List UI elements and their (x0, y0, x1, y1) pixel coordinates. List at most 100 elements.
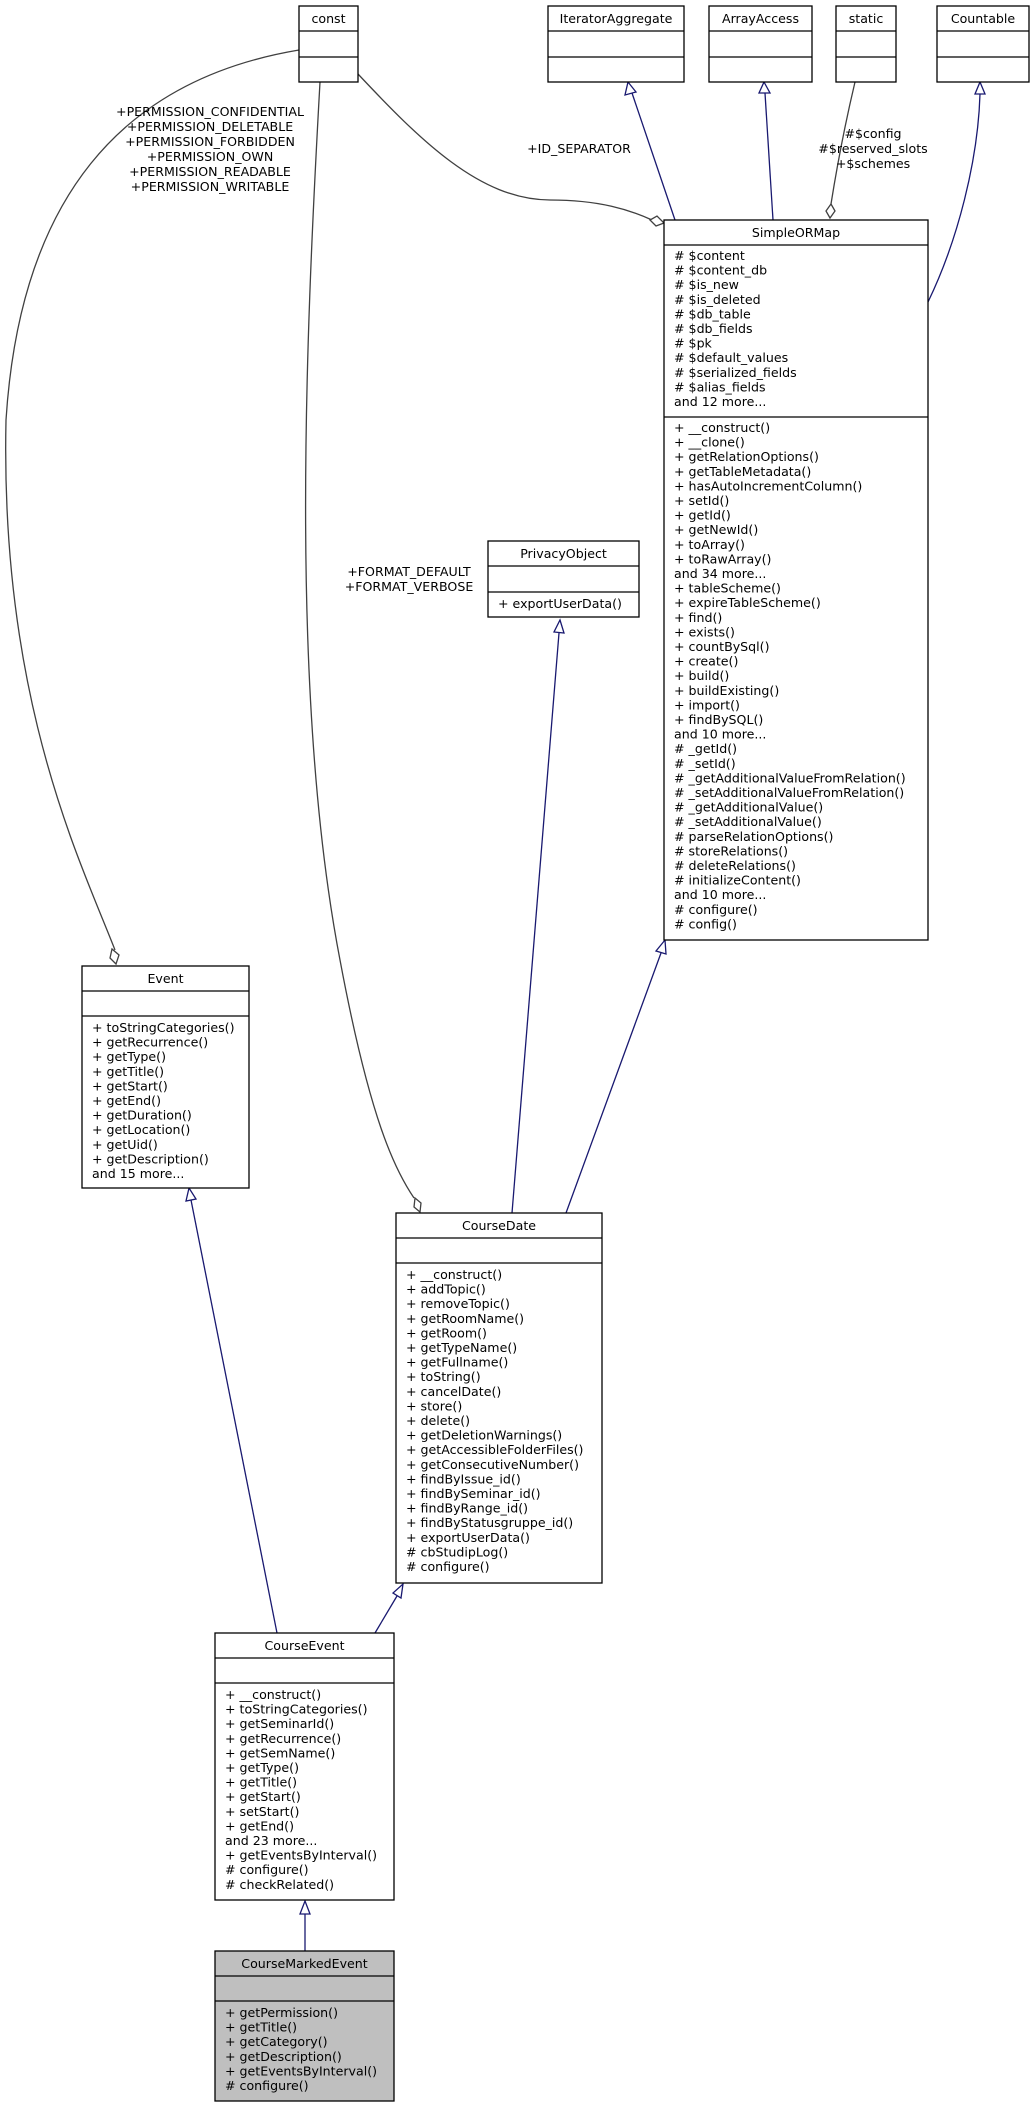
class-member: # $pk (674, 336, 713, 351)
arrowhead-event (185, 1186, 198, 1202)
arrowhead-sorm (654, 938, 667, 955)
class-member: + getEnd() (225, 1818, 294, 1833)
edge-label-config: #$config (844, 126, 901, 141)
arrowhead-countable (974, 80, 986, 95)
class-member: # $default_values (674, 350, 788, 365)
class-title-static: static (849, 11, 884, 26)
class-member: # $is_deleted (674, 292, 761, 307)
class-title-privacyobject: PrivacyObject (520, 546, 607, 561)
edge-label-permission-own: +PERMISSION_OWN (147, 149, 274, 164)
class-member: + getStart() (92, 1078, 168, 1093)
class-member: # configure() (225, 1862, 309, 1877)
edge-courseevent-event (190, 1199, 278, 1634)
class-member: + expireTableScheme() (674, 595, 821, 610)
edge-label-format-verbose: +FORMAT_VERBOSE (345, 579, 474, 594)
class-member: + getTitle() (225, 2020, 297, 2035)
edge-sorm-arrayaccess (764, 92, 774, 221)
class-member: and 10 more... (674, 887, 766, 902)
edge-sorm-countable (927, 93, 981, 303)
member-list: + __construct()+ __clone()+ getRelationO… (674, 420, 906, 931)
diamond-const-event (109, 947, 120, 966)
edge-label-permission-confidential: +PERMISSION_CONFIDENTIAL (116, 104, 304, 119)
class-member: + getRecurrence() (225, 1731, 341, 1746)
class-member: and 34 more... (674, 566, 766, 581)
class-box-courseevent: CourseEvent + __construct()+ toStringCat… (214, 1632, 395, 1901)
class-member: # parseRelationOptions() (674, 829, 833, 844)
class-member: # checkRelated() (225, 1877, 334, 1892)
class-member: + __construct() (406, 1267, 502, 1282)
arrowhead-iteratoraggregate (624, 80, 638, 96)
class-member: + toString() (406, 1369, 481, 1384)
class-title-countable: Countable (951, 11, 1016, 26)
class-member: + getUid() (92, 1137, 158, 1152)
class-member: + getTypeName() (406, 1340, 517, 1355)
edge-sorm-iteratoraggregate (631, 92, 676, 221)
class-member: + getNewId() (674, 522, 758, 537)
class-member: + buildExisting() (674, 683, 779, 698)
class-member: + findByRange_id() (406, 1501, 528, 1516)
class-member: + getSeminarId() (225, 1716, 334, 1731)
class-member: # $db_fields (674, 321, 753, 336)
class-member: # deleteRelations() (674, 858, 796, 873)
class-member: # $is_new (674, 277, 739, 292)
class-box-event: Event + toStringCategories()+ getRecurre… (81, 965, 250, 1189)
edge-label-id-separator: +ID_SEPARATOR (527, 141, 631, 156)
class-box-arrayaccess: ArrayAccess (708, 5, 813, 83)
class-member: # configure() (225, 2078, 309, 2093)
class-member: + import() (674, 697, 740, 712)
edge-label-schemes: +$schemes (836, 156, 910, 171)
class-member: + getDuration() (92, 1108, 192, 1123)
class-member: # _setAdditionalValue() (674, 814, 822, 829)
class-member: # $content (674, 248, 745, 263)
class-member: + getLocation() (92, 1122, 190, 1137)
class-member: + __clone() (674, 435, 745, 450)
edge-label-permission-forbidden: +PERMISSION_FORBIDDEN (125, 134, 295, 149)
member-list: # $content# $content_db# $is_new# $is_de… (674, 248, 797, 409)
class-member: + getStart() (225, 1789, 301, 1804)
class-member: + getSemName() (225, 1745, 335, 1760)
arrowhead-coursedate (391, 1582, 404, 1600)
diamond-const-coursedate (413, 1196, 422, 1214)
edge-courseevent-coursedate (374, 1595, 398, 1634)
edge-label-permission-readable: +PERMISSION_READABLE (129, 164, 291, 179)
class-member: + getEventsByInterval() (225, 1848, 377, 1863)
class-member: # configure() (674, 902, 758, 917)
edge-coursedate-const (304, 81, 415, 1199)
class-member: + getRecurrence() (92, 1035, 208, 1050)
class-member: # _setAdditionalValueFromRelation() (674, 785, 904, 800)
class-box-static: static (835, 5, 897, 83)
class-member: + tableScheme() (674, 581, 781, 596)
class-member: # _getId() (674, 741, 737, 756)
edge-coursedate-sorm (565, 952, 662, 1214)
class-member: and 23 more... (225, 1833, 317, 1848)
class-member: + getDeletionWarnings() (406, 1428, 562, 1443)
class-member: + toRawArray() (674, 551, 771, 566)
class-title-courseevent: CourseEvent (264, 1638, 344, 1653)
class-member: + getCategory() (225, 2034, 328, 2049)
class-member: and 12 more... (674, 394, 766, 409)
class-member: + getId() (674, 508, 731, 523)
class-member: + getDescription() (225, 2049, 342, 2064)
class-member: + removeTopic() (406, 1296, 510, 1311)
class-member: # cbStudipLog() (406, 1544, 508, 1559)
diamond-const-sorm (648, 215, 666, 227)
class-box-coursedate: CourseDate + __construct()+ addTopic()+ … (395, 1212, 603, 1584)
class-member: + getRelationOptions() (674, 449, 819, 464)
member-list: + toStringCategories()+ getRecurrence()+… (92, 1020, 235, 1181)
class-member: + toArray() (674, 537, 745, 552)
arrowhead-courseevent (299, 1899, 311, 1915)
class-member: + toStringCategories() (225, 1702, 368, 1717)
class-member: + countBySql() (674, 639, 770, 654)
edges (5, 49, 986, 1951)
class-member: + getTitle() (92, 1064, 164, 1079)
class-member: + cancelDate() (406, 1384, 501, 1399)
member-list: + __construct()+ addTopic()+ removeTopic… (406, 1267, 583, 1574)
class-title-simpleormap: SimpleORMap (752, 225, 840, 240)
member-list: + getPermission()+ getTitle()+ getCatego… (225, 2005, 377, 2093)
class-member: + hasAutoIncrementColumn() (674, 478, 862, 493)
edge-sorm-const (357, 73, 653, 221)
class-member: # $content_db (674, 263, 767, 278)
class-box-privacyobject: PrivacyObject + exportUserData() (487, 540, 640, 618)
class-title-arrayaccess: ArrayAccess (722, 11, 799, 26)
